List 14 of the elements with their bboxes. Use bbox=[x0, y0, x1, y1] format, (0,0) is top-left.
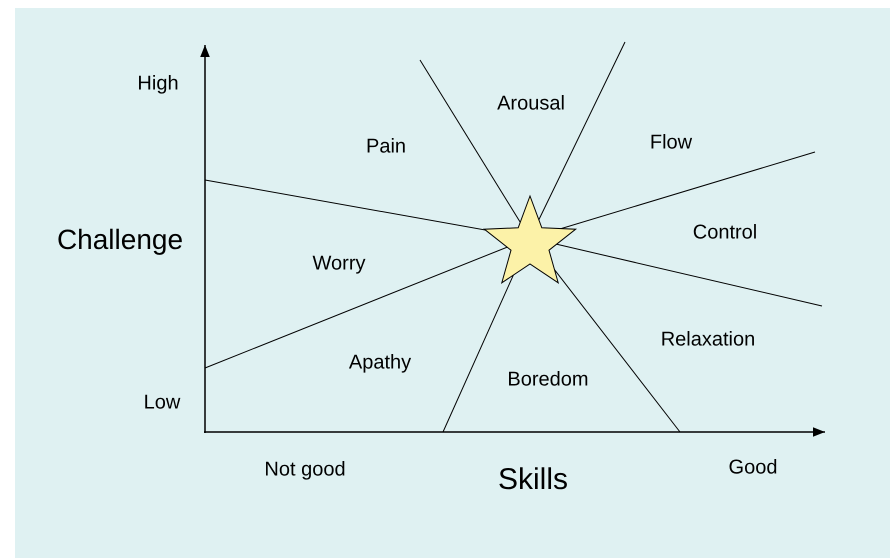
region-label: Pain bbox=[366, 136, 406, 158]
axis-tick-label: High bbox=[137, 72, 179, 96]
region-label: Boredom bbox=[507, 368, 589, 392]
axis-tick-label: Low bbox=[144, 392, 180, 414]
region-label: Arousal bbox=[497, 92, 565, 116]
axis-title: Challenge bbox=[56, 224, 184, 256]
region-label: Flow bbox=[650, 132, 692, 154]
region-label: Apathy bbox=[348, 352, 412, 374]
axis-title: Skills bbox=[498, 463, 568, 497]
region-label: Relaxation bbox=[660, 328, 756, 352]
axis-tick-label: Good bbox=[728, 456, 778, 480]
region-label: Control bbox=[692, 222, 758, 244]
region-label: Worry bbox=[312, 252, 366, 276]
axis-tick-label: Not good bbox=[264, 458, 346, 482]
